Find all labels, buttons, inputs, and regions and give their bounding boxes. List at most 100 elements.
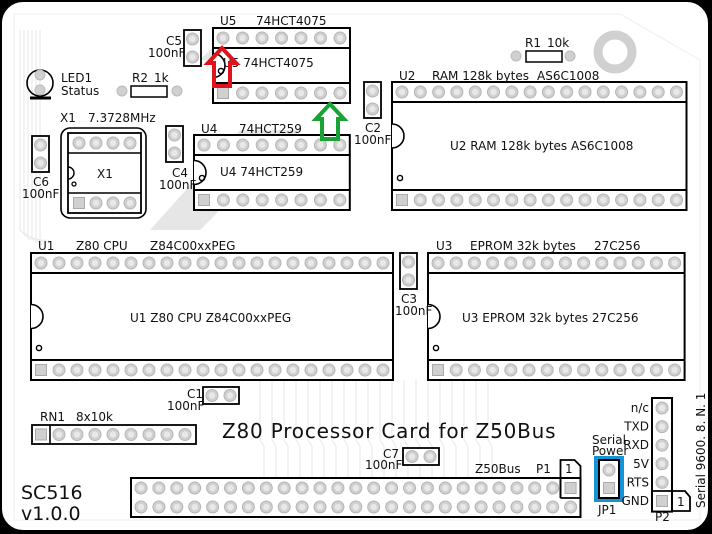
green-arrow-indicator [311, 101, 349, 141]
p1-pin-1 [564, 482, 577, 494]
pad-hole [635, 366, 642, 374]
pad-hole [655, 88, 662, 96]
pad-hole [490, 196, 497, 204]
pad-hole [600, 88, 607, 96]
pad-hole [219, 34, 227, 42]
pad-hole [658, 479, 666, 486]
pad-hole [199, 259, 207, 267]
trace [379, 380, 385, 478]
resistor-r2[interactable] [116, 85, 183, 98]
capacitor-c1[interactable] [202, 386, 240, 405]
ic-pin-1 [198, 194, 210, 206]
ic-u3[interactable] [427, 252, 686, 381]
pad-hole [281, 484, 288, 492]
pad-hole [388, 503, 395, 511]
led1-ref: LED1 [61, 71, 92, 85]
pad-hole [658, 442, 666, 449]
pad-hole [91, 259, 99, 267]
pad-hole [336, 34, 344, 42]
pad-hole [526, 196, 534, 204]
rn1-pin-1 [35, 428, 47, 441]
trace [475, 380, 481, 478]
u1-center-label: U1 Z80 CPU Z84C00xxPEG [130, 311, 291, 325]
pad-hole [562, 366, 569, 374]
pad-hole [297, 196, 305, 204]
pad-hole [405, 276, 412, 284]
pad-hole [37, 259, 45, 267]
jumper-jp1[interactable] [598, 459, 620, 499]
pad-hole [563, 88, 570, 96]
pad-hole [191, 484, 198, 492]
u3-ref: U3 [436, 239, 452, 253]
pad-hole [181, 431, 189, 438]
c6-ref: C6 [33, 175, 49, 189]
ic-u2[interactable] [391, 81, 688, 211]
pad-hole [562, 259, 569, 267]
p2-pin-label-nc: n/c [631, 401, 649, 415]
pad-hole [472, 88, 479, 96]
pad-hole [191, 503, 198, 511]
pad-hole [417, 88, 424, 96]
pad-hole [370, 484, 377, 492]
z50bus-header-p1[interactable] [130, 459, 582, 518]
jp1-label-line1: Serial [592, 433, 626, 447]
pad-hole [127, 366, 135, 374]
capacitor-c4[interactable] [165, 125, 184, 163]
pad-hole [334, 484, 342, 492]
jp1-ref: JP1 [597, 503, 616, 517]
pad-hole [173, 484, 180, 492]
ic-u4[interactable] [193, 134, 351, 211]
crystal-x1[interactable] [67, 132, 142, 214]
pad-hole [137, 503, 145, 511]
pad-hole [343, 366, 351, 374]
trace [259, 380, 265, 478]
pad-hole [513, 484, 521, 492]
pad-hole [453, 88, 461, 96]
x1-notch [67, 166, 75, 180]
resistor-r1[interactable] [510, 50, 576, 63]
pad-hole [217, 366, 225, 374]
capacitor-c7[interactable] [402, 447, 440, 466]
pad-hole [531, 484, 538, 492]
capacitor-c5[interactable] [183, 29, 202, 67]
ic-u1[interactable] [30, 252, 394, 381]
pad-hole [155, 503, 163, 511]
serial-header-p2[interactable]: 1 [651, 397, 691, 513]
pad-hole [508, 88, 515, 96]
resistor-network-rn1[interactable] [31, 424, 197, 445]
pad-hole [278, 141, 285, 149]
ic-notch [427, 303, 441, 330]
pin1-dot [198, 174, 206, 182]
pad-hole [181, 366, 189, 374]
pad-hole [352, 503, 359, 511]
trace [31, 30, 43, 241]
pad-hole [336, 141, 343, 149]
pad-hole [453, 366, 460, 374]
pad-hole [37, 141, 44, 149]
led1[interactable] [26, 69, 54, 100]
pad-hole [658, 404, 666, 412]
capacitor-c3[interactable] [399, 252, 418, 290]
pad-hole [636, 196, 644, 204]
rn1-value: 8x10k [76, 410, 113, 424]
pad-hole [263, 503, 270, 511]
pad-hole [281, 503, 288, 511]
pad-hole [605, 466, 613, 474]
c5-value: 100nF [148, 46, 186, 60]
capacitor-c2[interactable] [363, 81, 382, 119]
p1-pin1-tab [559, 459, 582, 498]
pad-hole [361, 259, 369, 267]
pad-hole [163, 366, 171, 374]
jp1-pin-1 [603, 482, 615, 494]
trace [19, 30, 31, 241]
ic-notch [391, 123, 405, 149]
pad-hole [289, 366, 297, 374]
pad-hole [163, 431, 171, 438]
p2-ref: P2 [655, 510, 670, 524]
pad-hole [673, 196, 680, 204]
pad-hole [278, 89, 285, 97]
pad-hole [658, 423, 666, 430]
u5-part: 74HCT4075 [256, 14, 327, 28]
pad-hole [258, 89, 266, 97]
capacitor-c6[interactable] [31, 135, 50, 173]
